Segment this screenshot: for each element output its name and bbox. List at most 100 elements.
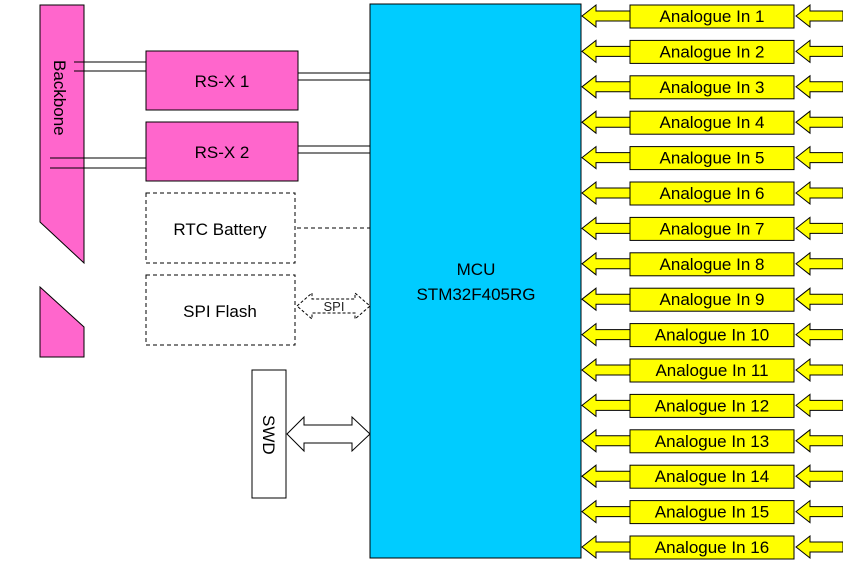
analogue-input-box [629, 216, 795, 241]
analogue-arrow-in [795, 464, 843, 489]
analogue-input-box [629, 358, 795, 383]
analogue-input-box [629, 464, 795, 489]
analogue-input-label: Analogue In 9 [660, 290, 765, 309]
mcu-title: MCU [457, 260, 496, 279]
analogue-arrow-to-mcu [581, 39, 631, 64]
analogue-input-box [629, 393, 795, 418]
backbone-label: Backbone [50, 60, 69, 136]
swd-block: SWD [251, 369, 371, 499]
analogue-input-3: Analogue In 3 [581, 74, 843, 100]
analogue-input-box [629, 110, 795, 135]
rsx-1-label: RS-X 1 [195, 72, 250, 91]
analogue-input-box [629, 39, 795, 64]
analogue-input-box [629, 181, 795, 206]
analogue-arrow-to-mcu [581, 180, 631, 206]
analogue-arrow-to-mcu [581, 464, 631, 489]
analogue-arrow-to-mcu [581, 287, 631, 312]
analogue-arrow-in [795, 428, 843, 453]
analogue-input-label: Analogue In 14 [655, 467, 769, 486]
analogue-arrow-to-mcu [581, 499, 631, 524]
swd-label: SWD [259, 415, 278, 455]
analogue-input-1: Analogue In 1 [581, 3, 843, 29]
analogue-input-2: Analogue In 2 [581, 39, 843, 64]
analogue-input-box [629, 500, 795, 525]
analogue-arrow-in [795, 499, 843, 524]
analogue-input-10: Analogue In 10 [581, 322, 843, 348]
analogue-input-9: Analogue In 9 [581, 287, 843, 312]
analogue-input-box [629, 252, 795, 277]
analogue-arrow-in [795, 74, 843, 99]
backbone: Backbone [39, 4, 85, 358]
analogue-input-box [629, 4, 795, 29]
rsx-2-block: RS-X 2 [145, 121, 299, 182]
analogue-arrow-to-mcu [581, 145, 631, 170]
analogue-arrow-to-mcu [581, 357, 631, 383]
analogue-arrow-in [795, 3, 843, 29]
analogue-input-label: Analogue In 8 [660, 255, 765, 274]
analogue-arrow-in [795, 534, 843, 560]
spi-flash-block: SPI Flash SPI [145, 274, 371, 346]
analogue-input-box [629, 535, 795, 560]
analogue-input-box [629, 75, 795, 100]
swd-arrow [286, 415, 371, 453]
analogue-input-11: Analogue In 11 [581, 357, 843, 383]
analogue-arrow-in [795, 357, 843, 383]
analogue-input-5: Analogue In 5 [581, 145, 843, 171]
analogue-input-label: Analogue In 5 [660, 149, 765, 168]
analogue-input-7: Analogue In 7 [581, 216, 843, 241]
analogue-input-label: Analogue In 12 [655, 396, 769, 415]
analogue-input-4: Analogue In 4 [581, 110, 843, 135]
analogue-input-label: Analogue In 7 [660, 219, 765, 238]
analogue-input-label: Analogue In 15 [655, 503, 769, 522]
analogue-arrow-to-mcu [581, 322, 631, 347]
analogue-input-label: Analogue In 13 [655, 432, 769, 451]
analogue-arrow-in [795, 180, 843, 206]
analogue-input-8: Analogue In 8 [581, 251, 843, 277]
mcu-block: MCU STM32F405RG [369, 3, 582, 559]
analogue-arrow-in [795, 322, 843, 347]
rtc-battery-label: RTC Battery [173, 220, 267, 239]
analogue-arrow-to-mcu [581, 534, 631, 560]
analogue-input-6: Analogue In 6 [581, 180, 843, 206]
analogue-input-box [629, 429, 795, 454]
backbone-links [50, 61, 146, 169]
analogue-arrow-in [795, 39, 843, 64]
analogue-input-label: Analogue In 1 [660, 7, 765, 26]
analogue-input-15: Analogue In 15 [581, 499, 843, 525]
spi-bus-arrow [296, 291, 371, 321]
analogue-arrow-to-mcu [581, 74, 631, 99]
analogue-arrow-to-mcu [581, 251, 631, 276]
analogue-arrow-to-mcu [581, 110, 631, 135]
analogue-input-label: Analogue In 10 [655, 326, 769, 345]
analogue-inputs: Analogue In 1 Analogue In 2 Analogue In 3 A… [581, 3, 843, 560]
backbone-lower-shape [39, 285, 85, 358]
backbone-upper-shape [39, 4, 85, 265]
rsx-2-label: RS-X 2 [195, 143, 250, 162]
analogue-input-box [629, 287, 795, 312]
analogue-input-box [629, 323, 795, 348]
rtc-battery-block: RTC Battery [145, 192, 370, 264]
mcu-part-number: STM32F405RG [416, 285, 535, 304]
analogue-input-label: Analogue In 4 [660, 113, 765, 132]
spi-flash-label: SPI Flash [183, 302, 257, 321]
rsx-mcu-links [298, 72, 370, 154]
analogue-input-label: Analogue In 3 [660, 78, 765, 97]
analogue-input-label: Analogue In 2 [660, 42, 765, 61]
analogue-input-label: Analogue In 6 [660, 184, 765, 203]
rsx-1-block: RS-X 1 [145, 50, 299, 111]
analogue-arrow-in [795, 216, 843, 241]
analogue-input-box [629, 146, 795, 171]
analogue-input-14: Analogue In 14 [581, 464, 843, 489]
analogue-input-13: Analogue In 13 [581, 428, 843, 454]
analogue-arrow-in [795, 110, 843, 135]
analogue-arrow-to-mcu [581, 393, 631, 418]
analogue-input-label: Analogue In 11 [655, 361, 768, 380]
spi-bus-label: SPI [324, 299, 345, 314]
analogue-input-12: Analogue In 12 [581, 393, 843, 418]
analogue-arrow-in [795, 251, 843, 276]
analogue-arrow-in [795, 145, 843, 170]
analogue-input-16: Analogue In 16 [581, 534, 843, 560]
analogue-arrow-to-mcu [581, 3, 631, 29]
analogue-arrow-in [795, 287, 843, 312]
